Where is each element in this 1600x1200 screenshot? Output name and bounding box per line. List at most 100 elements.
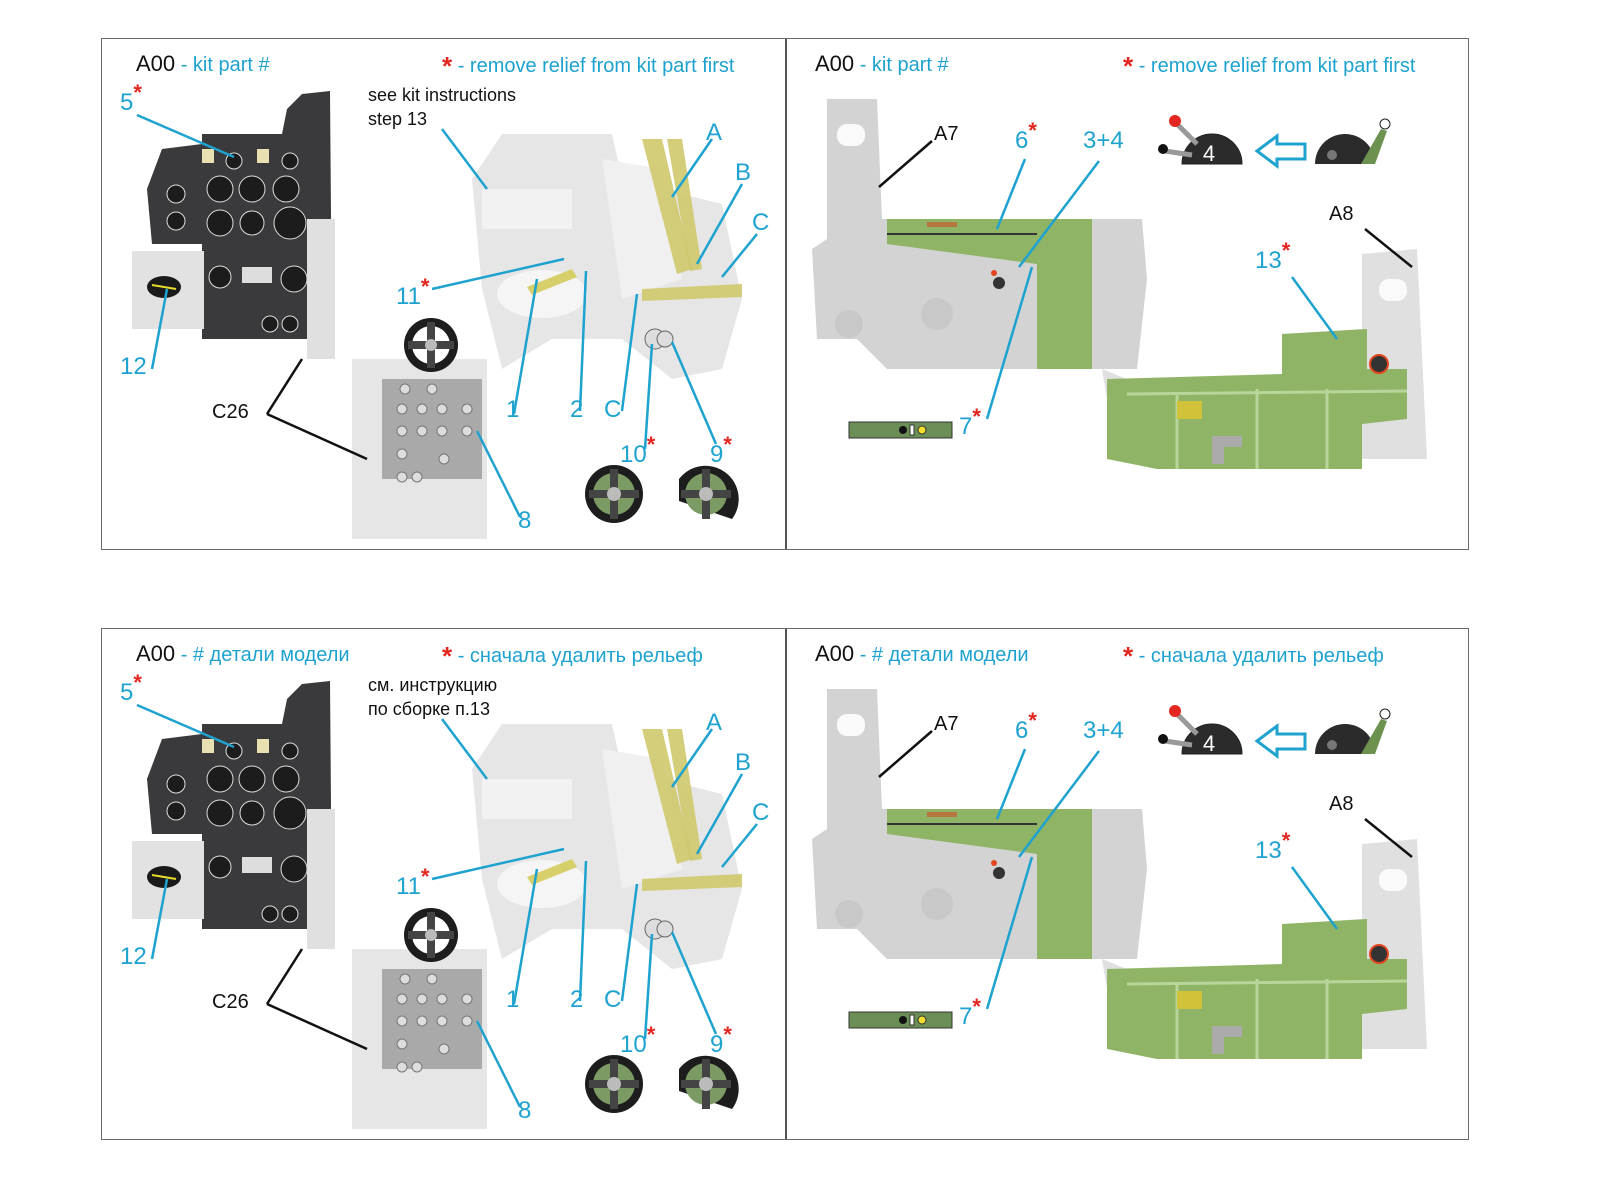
label-text: 8 — [518, 507, 532, 534]
seat-panel-instrument-section: A00 - # детали модели * - сначала удалит… — [102, 629, 785, 1139]
callout-5: 5* — [120, 670, 142, 707]
callout-12: 12 — [120, 943, 147, 971]
callout-6: 6* — [1015, 118, 1037, 155]
callout-8: 8 — [518, 1097, 531, 1125]
callout-3-4: 3+4 — [1083, 717, 1124, 745]
label-text: A8 — [1329, 793, 1354, 815]
legend-text: - # детали модели — [180, 644, 350, 666]
callout-2: 2 — [570, 986, 583, 1014]
callout-6: 6* — [1015, 708, 1037, 745]
right-panel-illustration: 4 — [812, 99, 1427, 469]
legend-code: A00 — [136, 51, 176, 76]
side-console-section: A00 - kit part # * - remove relief from … — [787, 39, 1470, 549]
label-text: 11 — [396, 283, 421, 310]
label-text: 2 — [570, 986, 584, 1013]
label-text: 9 — [710, 1031, 724, 1058]
label-text: C — [604, 396, 622, 423]
label-text: C — [752, 209, 770, 236]
handwheel-green-icon — [585, 1055, 643, 1113]
callout-11: 11* — [396, 864, 429, 901]
label-text: * — [646, 432, 656, 457]
callout-7: 7* — [959, 994, 981, 1031]
legend-kit-part: A00 - # детали модели — [815, 641, 1029, 667]
kit-part-a8: A8 — [1329, 203, 1353, 226]
label-text: A7 — [934, 123, 959, 145]
callout-8: 8 — [518, 507, 531, 535]
label-text: * — [972, 404, 981, 429]
callout-7: 7* — [959, 404, 981, 441]
callout-2: 2 — [570, 396, 583, 424]
relief-star: * — [1123, 641, 1134, 671]
throttle-lever-green-icon — [1315, 118, 1391, 164]
relief-star: * — [442, 641, 453, 671]
callout-c-lower: C — [604, 986, 621, 1014]
legend-relief: * - сначала удалить рельеф — [1123, 641, 1384, 672]
label-text: 10 — [620, 1031, 647, 1058]
throttle-quadrant-icon: 4 — [1158, 115, 1243, 166]
illustration-detail — [166, 152, 308, 333]
label-text: * — [133, 670, 142, 695]
label-text: 11 — [396, 873, 421, 900]
label-text: B — [735, 749, 752, 776]
callout-c-lower: C — [604, 396, 621, 424]
instruction-sheet-russian: A00 - # детали модели * - сначала удалит… — [101, 628, 1469, 1140]
kit-part-c26: C26 — [212, 991, 249, 1014]
callout-10: 10* — [620, 1022, 655, 1059]
label-text: C — [604, 986, 622, 1013]
callout-leader-lines — [985, 158, 1339, 420]
callout-a: A — [706, 119, 722, 147]
illustration-detail — [1126, 979, 1408, 1059]
label-text: * — [1028, 708, 1037, 733]
callout-9: 9* — [710, 432, 732, 469]
label-text: C26 — [212, 401, 249, 423]
label-text: * — [420, 274, 430, 299]
label-text: 7 — [959, 413, 973, 440]
legend-kit-part: A00 - kit part # — [815, 51, 949, 77]
callout-5: 5* — [120, 80, 142, 117]
label-text: 3+4 — [1083, 717, 1124, 744]
label-text: * — [1281, 828, 1291, 853]
callout-3-4: 3+4 — [1083, 127, 1124, 155]
switch-strip-icon — [848, 421, 953, 439]
instruction-sheet-english: A00 - kit part # * - remove relief from … — [101, 38, 1469, 550]
label-text: 9 — [710, 441, 724, 468]
callout-11: 11* — [396, 274, 429, 311]
panel-divider — [785, 629, 787, 1139]
label-text: * — [646, 1022, 656, 1047]
label-text: 7 — [959, 1003, 973, 1030]
note-line-2: по сборке п.13 — [368, 699, 490, 719]
label-text: * — [1281, 238, 1291, 263]
legend-text: - kit part # — [180, 54, 270, 76]
label-text: * — [1028, 118, 1037, 143]
seat-panel-instrument-section: A00 - kit part # * - remove relief from … — [102, 39, 785, 549]
note-line-1: см. инструкцию — [368, 675, 498, 695]
label-text: 12 — [120, 943, 147, 970]
kit-c26-leader — [265, 948, 368, 1051]
callout-10: 10* — [620, 432, 655, 469]
callout-1: 1 — [506, 986, 519, 1014]
label-text: 5 — [120, 679, 134, 706]
callout-c-upper: C — [752, 209, 769, 237]
label-text: * — [133, 80, 142, 105]
legend-relief: * - remove relief from kit part first — [442, 51, 734, 82]
label-text: 13 — [1255, 247, 1282, 274]
label-text: 2 — [570, 396, 584, 423]
left-console-a7-image — [812, 689, 1147, 959]
note-line-1: see kit instructions — [368, 85, 517, 105]
callout-1: 1 — [506, 396, 519, 424]
left-console-a7-image — [812, 99, 1147, 369]
label-text: C26 — [212, 991, 249, 1013]
legend-text: - # детали модели — [859, 644, 1029, 666]
callout-leader-lines — [136, 113, 758, 518]
callout-13: 13* — [1255, 828, 1290, 865]
label-text: A — [706, 709, 723, 736]
instrument-panel-image — [132, 91, 335, 359]
label-text: * — [420, 864, 430, 889]
panel-divider — [785, 39, 787, 549]
wiring-part-image — [352, 359, 487, 539]
relief-text: - remove relief from kit part first — [1138, 55, 1416, 77]
relief-text: - сначала удалить рельеф — [1138, 645, 1384, 667]
legend-kit-part: A00 - kit part # — [136, 51, 270, 77]
legend-kit-part: A00 - # детали модели — [136, 641, 350, 667]
label-text: 1 — [506, 396, 520, 423]
